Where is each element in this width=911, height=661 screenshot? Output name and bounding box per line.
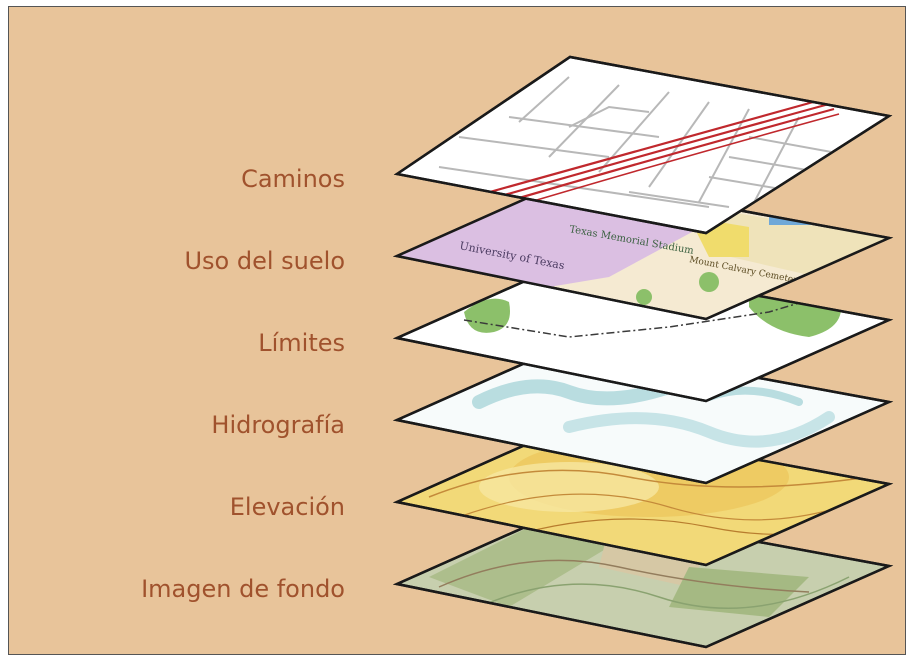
label-hidrografia: Hidrografía [211,411,345,439]
label-limites: Límites [258,329,345,357]
label-uso-del-suelo: Uso del suelo [184,247,345,275]
label-imagen-de-fondo: Imagen de fondo [141,575,345,603]
layer-hidrografia [392,341,894,485]
label-caminos: Caminos [241,165,345,193]
label-elevacion: Elevación [229,493,345,521]
diagram-frame: Caminos Uso del suelo Límites Hidrografí… [8,6,906,655]
layer-caminos [393,55,893,235]
layer-stack: Texas Memorial Stadium University of Tex… [392,55,894,649]
layer-uso-del-suelo: Texas Memorial Stadium University of Tex… [392,177,894,321]
